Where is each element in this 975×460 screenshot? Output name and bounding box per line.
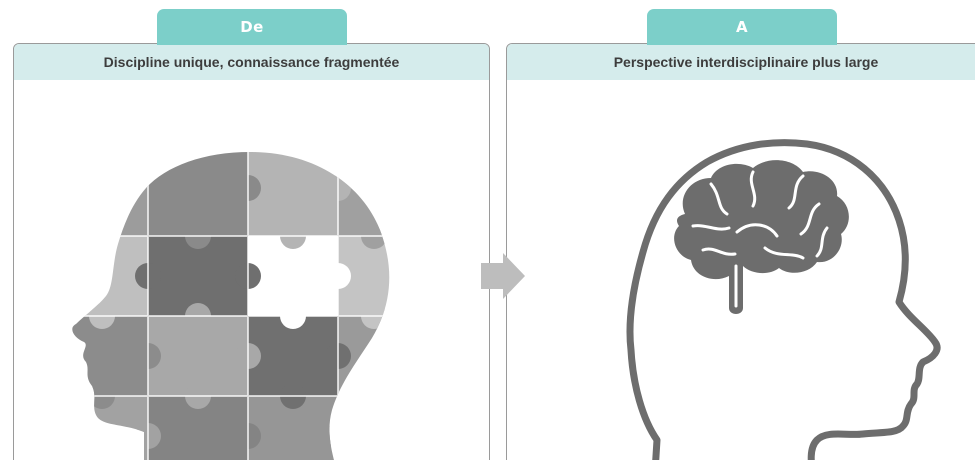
to-panel: Perspective interdisciplinaire plus larg…	[506, 43, 975, 460]
brain-head-icon	[626, 139, 941, 460]
to-tab: A	[647, 9, 837, 45]
from-panel-header: Discipline unique, connaissance fragment…	[14, 44, 489, 80]
from-tab: De	[157, 9, 347, 45]
brain-shape	[674, 160, 849, 314]
to-panel-header: Perspective interdisciplinaire plus larg…	[507, 44, 975, 80]
puzzle-head-icon	[72, 152, 390, 460]
arrow-right-icon	[481, 253, 525, 299]
from-panel: Discipline unique, connaissance fragment…	[13, 43, 490, 460]
